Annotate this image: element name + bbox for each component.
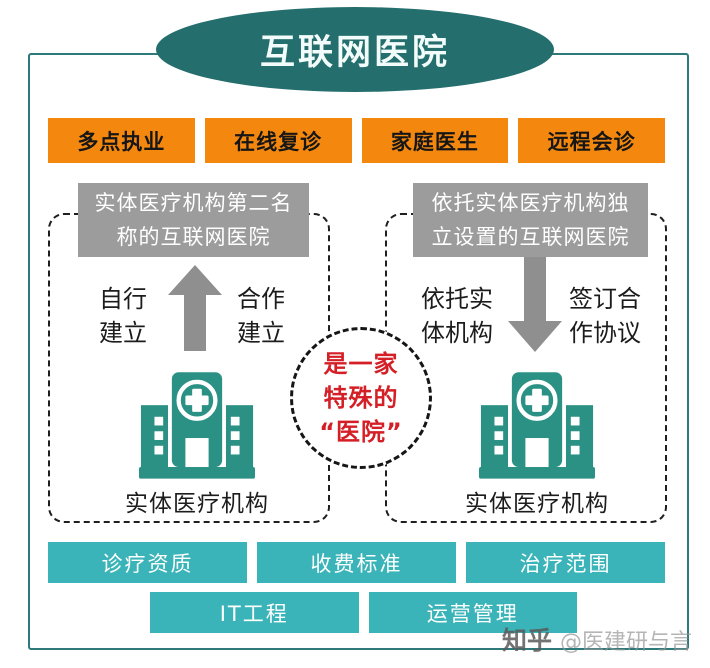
hospital-icon (139, 372, 255, 479)
right-branch-heading-line1: 依托实体医疗机构独 (431, 190, 630, 215)
watermark: 知乎 @医建研与言 (502, 621, 698, 657)
rely-line2: 体机构 (421, 318, 493, 347)
coop-build-line1: 合作 (237, 285, 285, 313)
service-tag-multi-site: 多点执业 (48, 118, 195, 163)
self-build-line1: 自行 (99, 285, 147, 313)
service-tag-remote-consult: 远程会诊 (518, 118, 665, 163)
center-note-circle: 是一家 特殊的 “医院” (290, 327, 432, 469)
foundation-row-2: IT工程 运营管理 (150, 592, 577, 633)
down-arrow-icon (508, 257, 562, 352)
page-title: 互联网医院 (156, 7, 554, 92)
watermark-brand: 知乎 (502, 626, 553, 655)
left-branch-heading: 实体医疗机构第二名 称的互联网医院 (78, 183, 309, 257)
rely-line1: 依托实 (421, 285, 493, 313)
foundation-operation-management: 运营管理 (368, 592, 577, 633)
page-title-text: 互联网医院 (259, 33, 450, 73)
foundation-treatment-scope: 治疗范围 (466, 542, 665, 583)
left-entity-caption: 实体医疗机构 (125, 491, 269, 517)
hospital-icon (479, 372, 595, 479)
foundation-row-1: 诊疗资质 收费标准 治疗范围 (48, 542, 665, 583)
right-branch-agreement-label: 签订合 作协议 (565, 283, 645, 350)
self-build-line2: 建立 (99, 318, 147, 347)
left-branch-coop-build-label: 合作 建立 (221, 283, 301, 350)
center-note-line1: 是一家 (323, 349, 399, 378)
service-tag-family-doctor: 家庭医生 (361, 118, 509, 163)
foundation-fee-standard: 收费标准 (257, 542, 456, 583)
agreement-line2: 作协议 (569, 318, 641, 347)
up-arrow-icon (168, 265, 222, 351)
agreement-line1: 签订合 (569, 285, 641, 313)
foundation-qualification: 诊疗资质 (48, 542, 247, 583)
right-entity-caption: 实体医疗机构 (465, 491, 609, 517)
service-row: 多点执业 在线复诊 家庭医生 远程会诊 (48, 118, 665, 163)
service-tag-online-followup: 在线复诊 (204, 118, 352, 163)
foundation-it-engineering: IT工程 (150, 592, 359, 633)
watermark-author: @医建研与言 (560, 630, 693, 655)
right-branch-rely-label: 依托实 体机构 (417, 283, 497, 350)
right-branch-heading: 依托实体医疗机构独 立设置的互联网医院 (413, 183, 648, 257)
center-note-line3: “医院” (319, 418, 403, 447)
center-note-line2: 特殊的 (323, 383, 399, 412)
right-branch-heading-line2: 立设置的互联网医院 (431, 225, 630, 249)
left-branch-self-build-label: 自行 建立 (83, 283, 163, 350)
left-branch-heading-line1: 实体医疗机构第二名 (94, 190, 293, 215)
left-branch-heading-line2: 称的互联网医院 (116, 225, 271, 249)
coop-build-line2: 建立 (237, 318, 285, 347)
